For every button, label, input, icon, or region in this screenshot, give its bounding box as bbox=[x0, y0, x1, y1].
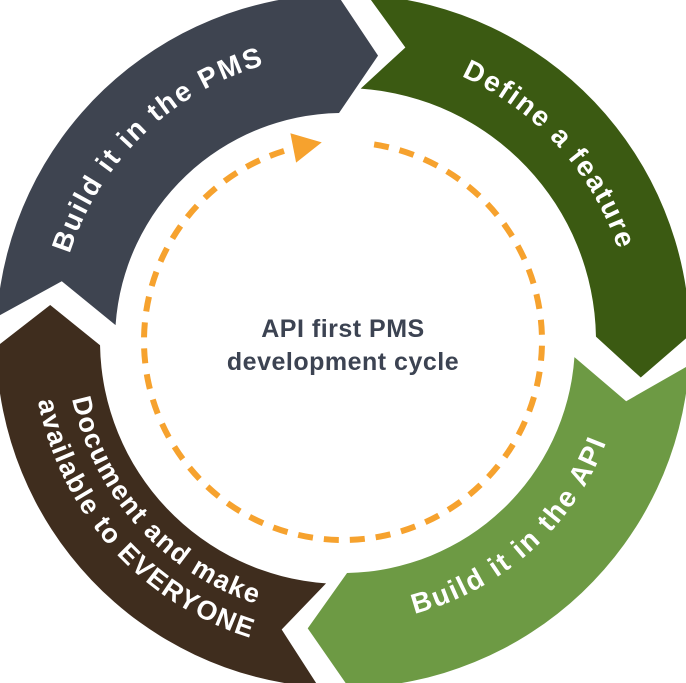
segment-build-api-band bbox=[307, 357, 686, 683]
segment-document-everyone-band bbox=[0, 305, 327, 683]
segment-build-pms: Build it in the PMS bbox=[0, 0, 379, 326]
segment-define-feature-band bbox=[360, 0, 686, 378]
center-title-line2: development cycle bbox=[226, 348, 460, 376]
flow-arrowhead-icon bbox=[290, 133, 322, 163]
segment-build-api: Build it in the API bbox=[307, 357, 686, 683]
segment-build-pms-band bbox=[0, 0, 379, 326]
flow-dashed-arc bbox=[141, 141, 545, 543]
center-title-line1: API first PMS bbox=[261, 315, 425, 343]
center-title: API first PMS development cycle bbox=[227, 313, 459, 379]
